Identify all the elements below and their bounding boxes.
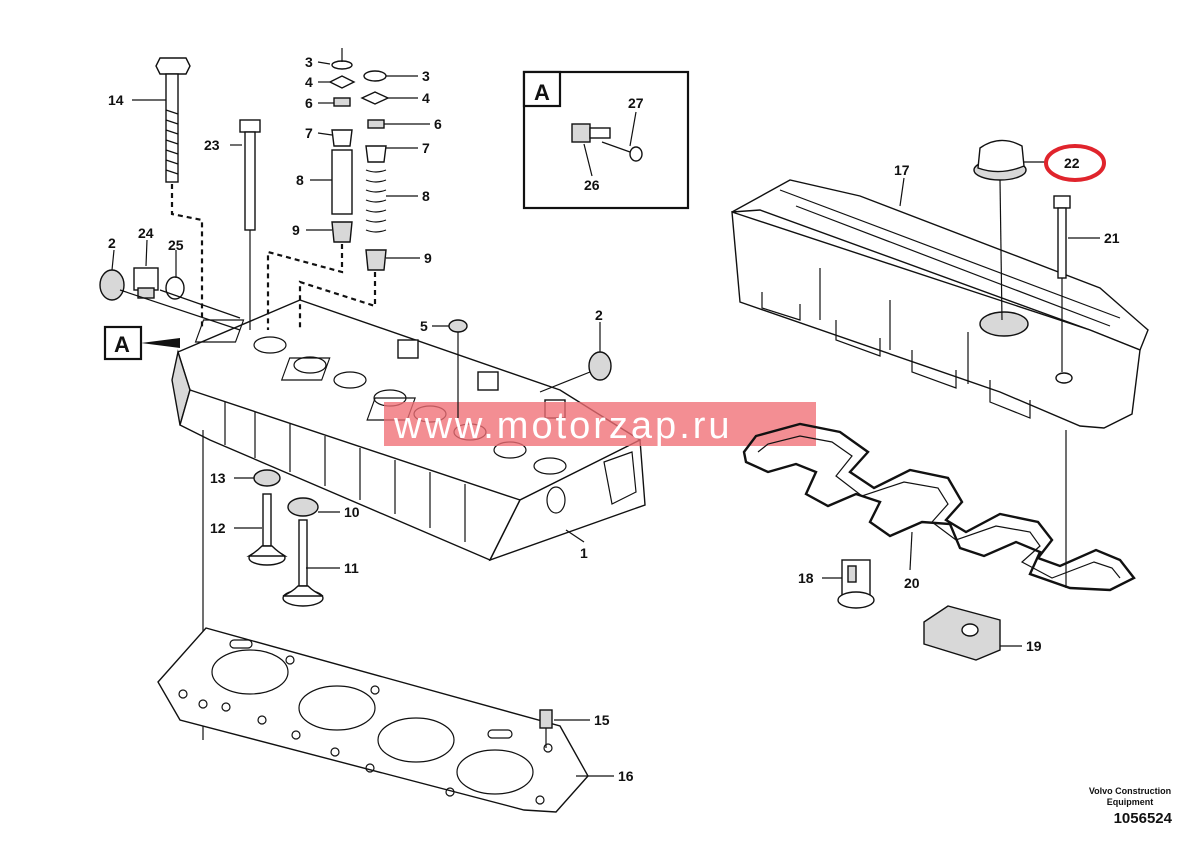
leader-lines [111, 61, 1100, 777]
valve-seal-10 [287, 497, 319, 517]
callout-7: 7 [305, 125, 313, 141]
callout-4: 4 [422, 90, 430, 106]
rubber-block-19 [923, 605, 1001, 661]
callout-6: 6 [305, 95, 313, 111]
head-gasket [157, 627, 589, 813]
callout-2: 2 [108, 235, 116, 251]
detail-a-marker: A [114, 332, 130, 357]
callout-15: 15 [594, 712, 610, 728]
callout-4: 4 [305, 74, 313, 90]
brand-caption: Volvo Construction Equipment [1088, 786, 1172, 807]
cylinder-head-bolt-long [155, 57, 191, 183]
callout-25: 25 [168, 237, 184, 253]
callout-26: 26 [584, 177, 600, 193]
callout-9: 9 [424, 250, 432, 266]
callout-11: 11 [344, 560, 359, 576]
intake-valve [246, 493, 288, 566]
sensor-26 [571, 123, 611, 143]
callout-14: 14 [108, 92, 124, 108]
valve-stack-right [360, 70, 390, 271]
oil-filler-cap [973, 139, 1027, 181]
detail-a-letter: A [534, 80, 550, 105]
expansion-plug-right [588, 351, 612, 381]
valve-stack-left [328, 60, 356, 243]
cover-gasket [742, 422, 1136, 592]
callout-8: 8 [296, 172, 304, 188]
callout-18: 18 [798, 570, 814, 586]
callout-1: 1 [580, 545, 588, 561]
callout-10: 10 [344, 504, 360, 520]
callout-20: 20 [904, 575, 920, 591]
callout-17: 17 [894, 162, 910, 178]
watermark-band [384, 402, 816, 446]
valve-cover [731, 179, 1149, 429]
callout-19: 19 [1026, 638, 1042, 654]
valve-seal-13 [253, 469, 281, 487]
pin-5 [448, 319, 468, 333]
watermark-text: www.motorzap.ru [393, 405, 733, 447]
cylinder-head-bolt [239, 119, 261, 231]
callout-23: 23 [204, 137, 220, 153]
expansion-plug-left [99, 269, 125, 301]
cover-bolt [1053, 195, 1071, 279]
callout-24: 24 [138, 225, 154, 241]
cylinder-head: www.motorzap.ru [171, 299, 816, 562]
detail-box-a [522, 70, 690, 210]
callout-27: 27 [628, 95, 644, 111]
callout-3: 3 [422, 68, 430, 84]
callout-22: 22 [1064, 155, 1080, 171]
callout-16: 16 [618, 768, 634, 784]
callout-6: 6 [434, 116, 442, 132]
callout-13: 13 [210, 470, 226, 486]
seal-ring-27 [629, 146, 643, 162]
callout-2: 2 [595, 307, 603, 323]
callout-12: 12 [210, 520, 226, 536]
callout-8: 8 [422, 188, 430, 204]
callout-5: 5 [420, 318, 428, 334]
callout-3: 3 [305, 54, 313, 70]
callout-9: 9 [292, 222, 300, 238]
callout-21: 21 [1104, 230, 1120, 246]
callout-7: 7 [422, 140, 430, 156]
highlight-ring [1044, 144, 1106, 182]
exhaust-valve [282, 519, 324, 607]
callout-labels: 1 2 2 3 3 4 4 5 6 6 7 7 8 8 9 9 10 11 12… [108, 54, 1120, 784]
figure-number: 1056524 [1113, 810, 1172, 827]
plug-18 [837, 559, 875, 609]
dowel-pin-15 [539, 709, 553, 729]
threaded-plug [133, 267, 159, 299]
